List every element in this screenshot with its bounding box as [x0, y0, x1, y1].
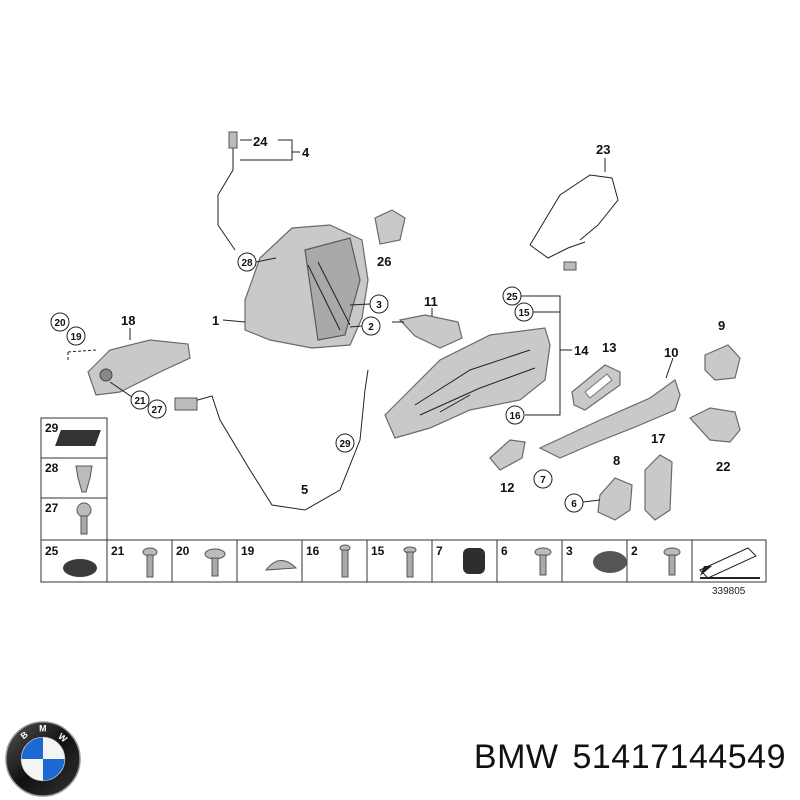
circle-2	[361, 316, 381, 336]
circle-19	[66, 326, 86, 346]
circle-7	[533, 469, 553, 489]
callout-10: 10	[664, 345, 678, 360]
part-13-gasket	[571, 364, 621, 411]
grid-label-19: 19	[241, 544, 255, 558]
callout-15-top: 15	[518, 308, 530, 319]
callout-23: 23	[596, 142, 610, 157]
part-8-bracket	[597, 477, 633, 521]
part-14-handle-carrier	[384, 327, 551, 439]
grid-label-28: 28	[45, 461, 59, 475]
circle-20	[50, 312, 70, 332]
callout-8: 8	[613, 453, 620, 468]
part-number: 51417144549	[572, 738, 786, 776]
fastener-grid-bottom: 25 21 20 19 16 15 7 6 3 2	[40, 539, 767, 583]
grid-label-15: 15	[371, 544, 385, 558]
grid-label-6: 6	[501, 544, 508, 558]
svg-text:M: M	[39, 724, 46, 734]
callout-4: 4	[302, 145, 310, 160]
part-5-bowden-cable	[174, 369, 369, 511]
callout-17: 17	[651, 431, 665, 446]
callout-5: 5	[301, 482, 308, 497]
grid-label-7: 7	[436, 544, 443, 558]
part-22-cap	[689, 407, 741, 443]
circle-27	[147, 399, 167, 419]
callout-9: 9	[718, 318, 725, 333]
grid-label-3: 3	[566, 544, 573, 558]
part-rod	[217, 131, 238, 251]
part-17-bracket	[644, 454, 673, 521]
callout-2-lock: 2	[368, 322, 374, 333]
part-11-lock-cylinder	[392, 314, 463, 349]
part-door-lock	[244, 224, 369, 349]
grid-label-21: 21	[111, 544, 125, 558]
callout-18: 18	[121, 313, 135, 328]
part-12-seal	[489, 439, 526, 471]
circle-29	[335, 433, 355, 453]
callout-27-top: 27	[151, 405, 163, 416]
fastener-grid-side: 29 28 27	[40, 417, 108, 541]
grid-label-16: 16	[306, 544, 320, 558]
callout-25-top: 25	[506, 292, 518, 303]
callout-26: 26	[377, 254, 391, 269]
callout-22: 22	[716, 459, 730, 474]
part-9-cap	[704, 344, 741, 381]
part-10-door-handle	[538, 379, 681, 459]
callout-21-top: 21	[134, 396, 146, 407]
callout-13: 13	[602, 340, 616, 355]
callout-14: 14	[574, 343, 589, 358]
callout-24: 24	[253, 134, 268, 149]
callout-20-top: 20	[54, 318, 66, 329]
callout-11: 11	[424, 294, 438, 309]
part-26	[374, 209, 406, 245]
grid-label-27: 27	[45, 501, 59, 515]
grid-label-2: 2	[631, 544, 638, 558]
grid-label-20: 20	[176, 544, 190, 558]
callout-3-lock: 3	[376, 300, 382, 311]
circle-16	[505, 405, 525, 425]
callout-7-top: 7	[540, 475, 546, 486]
part-18-cover	[87, 339, 191, 396]
callout-12: 12	[500, 480, 514, 495]
bmw-logo: B M W	[5, 721, 81, 797]
part-23-cable	[529, 174, 619, 271]
callout-6-top: 6	[571, 499, 577, 510]
callout-19-top: 19	[70, 332, 82, 343]
circle-3	[369, 294, 389, 314]
callout-1: 1	[212, 313, 219, 328]
circle-28	[237, 252, 257, 272]
brand-name: BMW	[473, 738, 559, 776]
svg-text:B: B	[19, 729, 30, 741]
circle-21	[130, 390, 150, 410]
grid-label-25: 25	[45, 544, 59, 558]
callout-29-top: 29	[339, 439, 351, 450]
arrow-icon	[699, 547, 760, 579]
callout-28: 28	[241, 258, 253, 269]
part-caption: BMW 51417144549	[460, 738, 786, 777]
callout-16-top: 16	[509, 411, 521, 422]
grid-label-29: 29	[45, 421, 59, 435]
reference-number: 339805	[712, 586, 746, 597]
circle-6	[564, 493, 584, 513]
